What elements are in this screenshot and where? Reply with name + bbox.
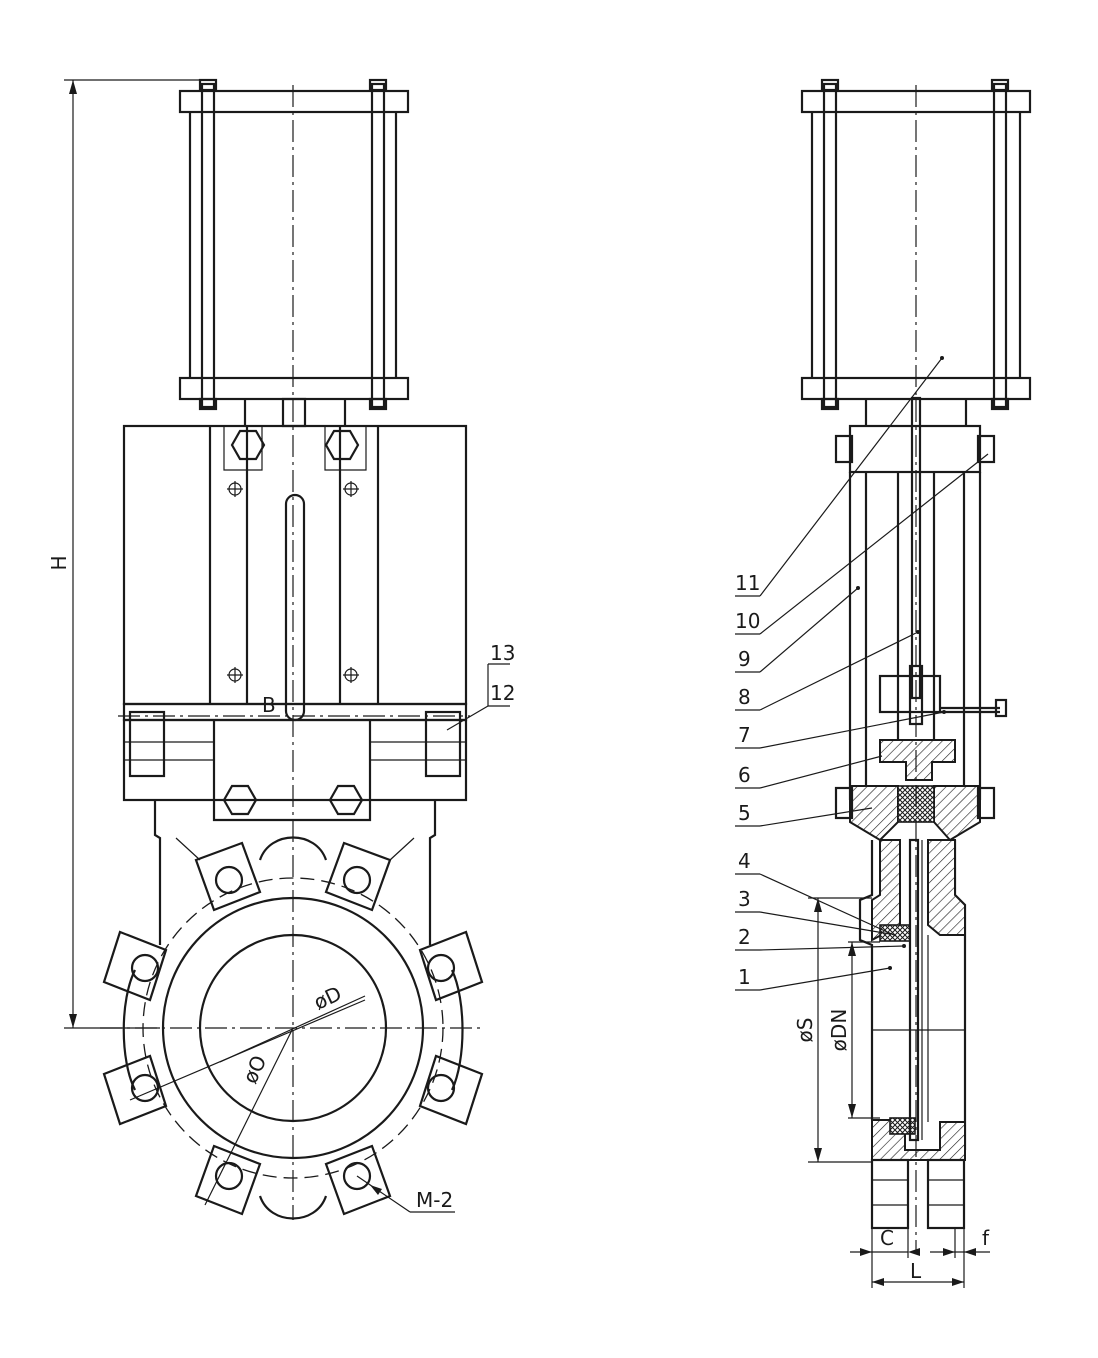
part-12-label: 12 [490,681,515,705]
body-side [858,838,967,1230]
part-7: 7 [738,723,751,747]
body-neck-front [153,800,437,945]
lug-1 [194,841,262,912]
part-9: 9 [738,647,751,671]
part-13-label: 13 [490,641,515,665]
dim-d-label: øD [310,981,345,1014]
height-dimension: H [47,79,210,1029]
lug-4 [418,930,484,1002]
dim-dn-label: øDN [827,1009,851,1052]
front-view: H [47,78,515,1220]
cylinder-side [800,78,1032,426]
lug-7 [194,1144,262,1216]
part-numbers: 11 10 9 8 7 6 5 4 3 2 1 [735,571,760,989]
part-3: 3 [738,887,751,911]
bracket-side [834,396,1008,800]
dim-m2-label: M-2 [416,1188,453,1212]
side-diameter-dims: øS øDN [793,897,880,1163]
callout-13-12: 13 12 [446,641,515,731]
dim-c-label: C [880,1226,894,1250]
part-6: 6 [738,763,751,787]
part-5: 5 [738,801,751,825]
dim-f-label: f [982,1226,990,1250]
gland-front [122,702,468,822]
part-4: 4 [738,849,751,873]
part-10: 10 [735,609,760,633]
part-8: 8 [738,685,751,709]
part-2: 2 [738,925,751,949]
dim-h-label: H [47,555,71,570]
lug-2 [324,841,392,912]
side-view: 11 10 9 8 7 6 5 4 3 2 1 øS øDN [735,78,1032,1288]
part-leaders [735,356,989,991]
lug-3 [102,930,168,1002]
part-11: 11 [735,571,760,595]
bracket-front: B [122,424,468,722]
cylinder-front [178,78,410,428]
lug-6 [418,1054,484,1126]
lug-8 [324,1144,392,1216]
gland-side [834,739,996,842]
part-1: 1 [738,965,751,989]
dim-l-label: L [910,1259,922,1283]
side-bottom-dims: C f L [850,1226,990,1288]
dim-s-label: øS [793,1018,817,1043]
